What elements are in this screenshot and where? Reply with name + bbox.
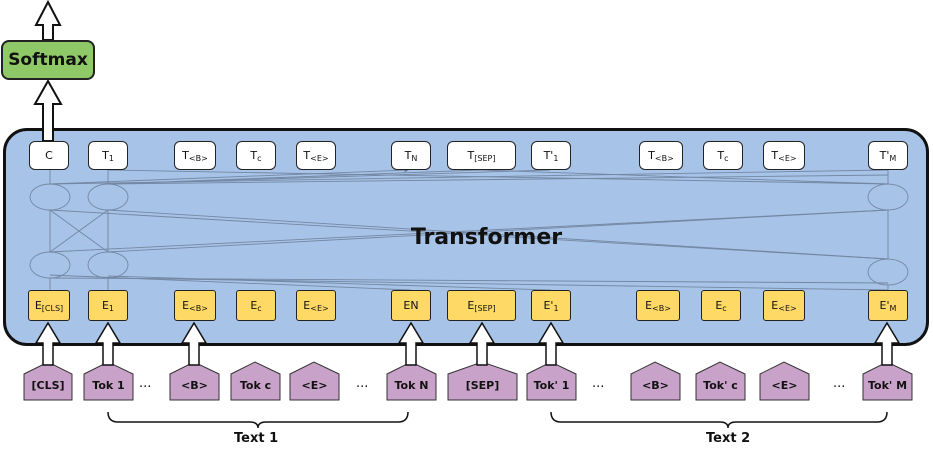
- output-t-begin: T<B>: [174, 141, 216, 170]
- token-begin: <B>: [181, 378, 208, 392]
- attention-node: [87, 251, 129, 279]
- output-c: C: [29, 141, 69, 170]
- ellipsis: ...: [139, 376, 152, 391]
- token-1: Tok 1: [92, 378, 125, 392]
- attention-node: [867, 183, 909, 211]
- token-prime-m: Tok' M: [867, 378, 908, 392]
- output-t-prime-1: T'1: [531, 141, 571, 170]
- token-cls: [CLS]: [31, 378, 65, 392]
- embedding-end: E<E>: [296, 290, 336, 321]
- ellipsis: ...: [592, 376, 605, 391]
- softmax-box: Softmax: [1, 40, 95, 80]
- output-t-end-2: T<E>: [763, 141, 805, 170]
- token-prime-1: Tok' 1: [533, 378, 570, 392]
- embedding-end-2: E<E>: [763, 290, 805, 321]
- attention-node: [87, 183, 129, 211]
- embedding-sep: E[SEP]: [447, 290, 516, 321]
- text2-label: Text 2: [706, 431, 751, 446]
- output-t-prime-m: T'M: [868, 141, 908, 170]
- output-t-sep: T[SEP]: [447, 141, 516, 170]
- transformer-label: Transformer: [410, 225, 563, 250]
- attention-node: [29, 183, 71, 211]
- embedding-prime-1: E'1: [531, 290, 571, 321]
- attention-node: [29, 251, 71, 279]
- output-t-begin-2: T<B>: [639, 141, 683, 170]
- embedding-cls: E[CLS]: [28, 290, 70, 321]
- embedding-begin: E<B>: [174, 290, 216, 321]
- text1-label: Text 1: [234, 431, 279, 446]
- embedding-n: EN: [391, 290, 431, 321]
- ellipsis: ...: [356, 376, 369, 391]
- token-end: <E>: [301, 378, 328, 392]
- token-sep: [SEP]: [465, 378, 500, 392]
- output-t-end: T<E>: [296, 141, 336, 170]
- embedding-prime-m: E'M: [868, 290, 908, 321]
- token-c-2: Tok' c: [703, 378, 738, 392]
- token-n: Tok N: [394, 378, 429, 392]
- ellipsis: ...: [833, 376, 846, 391]
- token-begin-2: <B>: [642, 378, 669, 392]
- token-c: Tok c: [239, 378, 272, 392]
- attention-node: [867, 258, 909, 286]
- embedding-begin-2: E<B>: [636, 290, 680, 321]
- token-end-2: <E>: [771, 378, 798, 392]
